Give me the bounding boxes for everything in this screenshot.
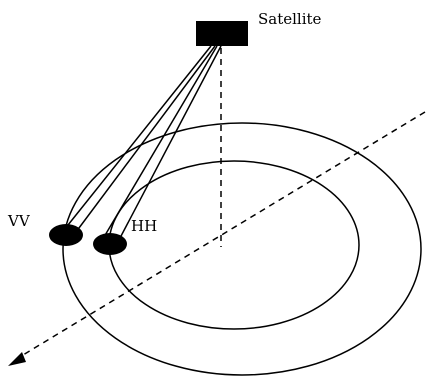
vv-footprint bbox=[49, 224, 83, 246]
hh-beam-line-left bbox=[103, 45, 218, 238]
hh-beam-line-right bbox=[119, 45, 222, 239]
vv-beam-line-left bbox=[63, 45, 212, 231]
hh-label: HH bbox=[131, 217, 157, 235]
vv-label: VV bbox=[7, 212, 31, 230]
satellite-body bbox=[196, 21, 248, 46]
outer-ring-ellipse bbox=[62, 122, 422, 376]
vv-beam-line-right bbox=[75, 45, 216, 233]
ground-track-dashed-line bbox=[17, 111, 426, 359]
ground-track-arrowhead bbox=[8, 352, 26, 366]
hh-footprint bbox=[93, 233, 127, 255]
satellite-label: Satellite bbox=[258, 10, 322, 28]
